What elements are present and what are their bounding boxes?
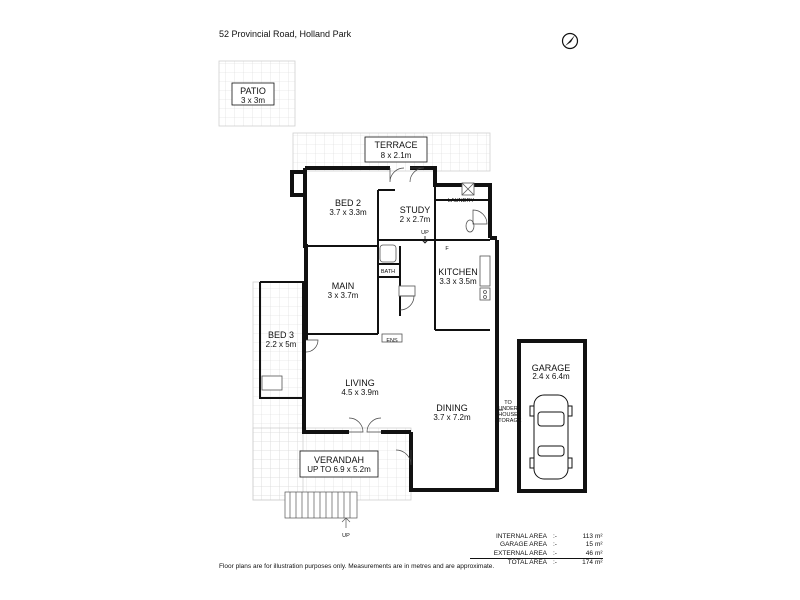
label-laundry: LAUNDRY xyxy=(448,198,475,204)
label-fridge: F xyxy=(445,246,449,252)
room-dim-kitchen: 3.3 x 3.5m xyxy=(439,277,477,286)
terrace xyxy=(292,132,491,172)
area-value: 46 xyxy=(585,549,593,557)
area-value: 113 xyxy=(582,533,593,540)
area-label: TOTAL AREA xyxy=(507,559,547,567)
patio xyxy=(218,60,296,127)
room-name-terrace: TERRACE xyxy=(374,140,417,150)
label-bath: BATH xyxy=(381,269,395,275)
room-name-patio: PATIO xyxy=(240,86,266,96)
room-dim-garage: 2.4 x 6.4m xyxy=(532,372,570,381)
room-dim-verandah: UP TO 6.9 x 5.2m xyxy=(307,465,371,474)
area-row-internal: INTERNAL AREA :- 113 m² xyxy=(470,533,603,541)
area-separator: :- xyxy=(553,533,557,540)
garage xyxy=(517,339,587,493)
area-separator: :- xyxy=(553,549,557,557)
room-name-garage: GARAGE xyxy=(532,363,571,373)
area-unit: m² xyxy=(595,533,603,540)
room-dim-patio: 3 x 3m xyxy=(241,96,265,105)
label-ensuite: ENS xyxy=(386,338,398,344)
area-row-external: EXTERNAL AREA :- 46 m² xyxy=(470,550,603,558)
area-row-total: TOTAL AREA :- 174 m² xyxy=(470,558,603,567)
area-label: EXTERNAL AREA xyxy=(493,549,547,557)
interior-walls xyxy=(306,185,490,335)
area-unit: m² xyxy=(595,541,603,549)
room-name-study: STUDY xyxy=(400,205,431,215)
property-address: 52 Provincial Road, Holland Park xyxy=(219,29,352,39)
door-swings xyxy=(305,167,488,466)
stairs xyxy=(284,491,358,528)
room-dim-dining: 3.7 x 7.2m xyxy=(433,413,471,422)
label-up-study: UP xyxy=(421,230,429,236)
label-storage-3: HOUSE xyxy=(498,412,518,418)
car-icon xyxy=(529,394,573,480)
label-storage-4: STORAGE xyxy=(495,418,522,424)
room-name-kitchen: KITCHEN xyxy=(438,267,478,277)
room-dim-living: 4.5 x 3.9m xyxy=(341,388,379,397)
area-label: GARAGE AREA xyxy=(500,541,547,549)
arrows xyxy=(421,236,503,411)
fixtures xyxy=(379,182,491,343)
room-dim-study: 2 x 2.7m xyxy=(400,215,431,224)
room-dim-terrace: 8 x 2.1m xyxy=(381,151,412,160)
label-up-stairs: UP xyxy=(342,533,350,539)
area-summary: INTERNAL AREA :- 113 m² GARAGE AREA :- 1… xyxy=(470,533,603,568)
room-dim-bed3: 2.2 x 5m xyxy=(266,340,297,349)
room-name-verandah: VERANDAH xyxy=(314,455,364,465)
room-name-bed2: BED 2 xyxy=(335,198,361,208)
area-separator: :- xyxy=(553,559,557,567)
room-dim-main: 3 x 3.7m xyxy=(328,291,359,300)
area-label: INTERNAL AREA xyxy=(495,533,547,540)
bed3 xyxy=(259,281,305,432)
room-name-dining: DINING xyxy=(436,403,468,413)
room-labels: PATIO 3 x 3m TERRACE 8 x 2.1m BED 2 3.7 … xyxy=(240,86,570,539)
area-value: 174 xyxy=(582,559,593,567)
disclaimer: Floor plans are for illustration purpose… xyxy=(219,563,495,570)
verandah xyxy=(252,281,412,528)
area-unit: m² xyxy=(595,549,603,557)
area-row-garage: GARAGE AREA :- 15 m² xyxy=(470,541,603,549)
area-separator: :- xyxy=(553,541,557,549)
north-arrow-icon xyxy=(561,32,579,50)
area-value: 15 xyxy=(585,541,593,549)
area-unit: m² xyxy=(595,559,603,567)
room-name-main: MAIN xyxy=(332,281,355,291)
room-name-bed3: BED 3 xyxy=(268,330,294,340)
room-dim-bed2: 3.7 x 3.3m xyxy=(329,208,367,217)
room-name-living: LIVING xyxy=(345,378,375,388)
label-storage-1: TO xyxy=(504,400,512,406)
label-storage-2: UNDER xyxy=(498,406,518,412)
